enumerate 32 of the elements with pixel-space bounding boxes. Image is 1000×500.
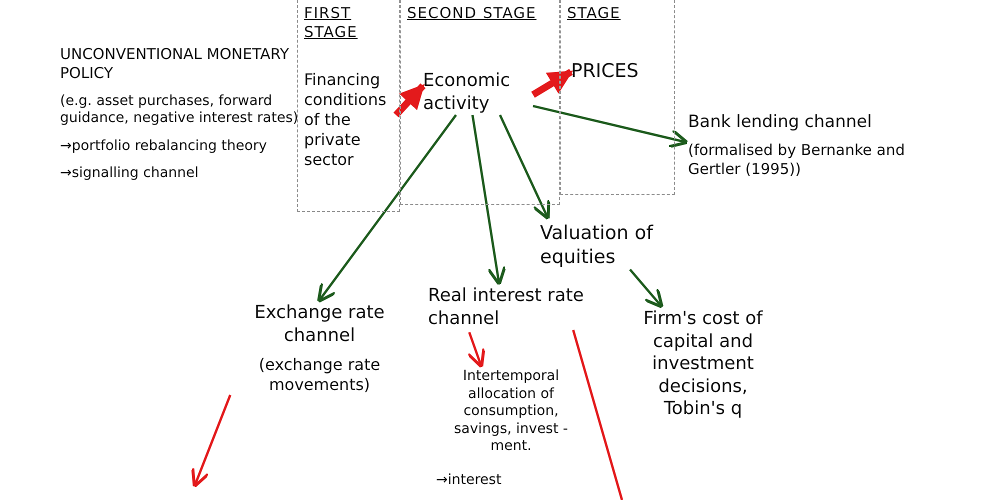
channel-heading: Valuation of equities <box>540 222 654 270</box>
arrow <box>532 104 689 148</box>
channel-heading: Bank lending channel <box>688 112 873 134</box>
channel-note: (exchange rate movements) <box>258 355 382 395</box>
note-text: →interest <box>436 472 502 488</box>
arrow <box>191 394 232 488</box>
stage-column <box>400 0 560 205</box>
policy-examples: (e.g. asset purchases, forward guidance, negative interest rates) <box>60 92 300 128</box>
arrow <box>629 268 664 309</box>
note-text: →portfolio rebalancing theory <box>60 138 268 155</box>
policy-heading: UNCONVENTIONAL MONETARY POLICY <box>60 45 290 82</box>
arrow <box>317 114 457 303</box>
arrow <box>471 114 506 286</box>
stage-column <box>297 0 400 212</box>
stage-heading: SECOND STAGE <box>406 3 538 23</box>
arrow <box>393 83 426 118</box>
arrow <box>466 332 486 368</box>
stage-text: PRICES <box>571 60 640 84</box>
arrow <box>498 114 550 220</box>
arrow <box>531 68 574 98</box>
effect-text: Firm's cost of capital and investment decisions, Tobin's q <box>642 308 764 420</box>
note-text: →signalling channel <box>60 165 200 182</box>
stage-text: Financing conditions of the private sector <box>304 70 388 170</box>
channel-note: (formalised by Bernanke and Gertler (1995)) <box>688 141 906 179</box>
channel-heading: Real interest rate channel <box>428 285 585 330</box>
channel-heading: Exchange rate channel <box>253 302 386 347</box>
stage-heading: STAGE <box>566 3 622 23</box>
stage-heading: FIRST STAGE <box>303 3 359 42</box>
connector-line <box>572 330 624 500</box>
stage-text: Economic activity <box>423 70 512 115</box>
effect-text: Intertemporal allocation of consumption, savings, invest -ment. <box>453 368 569 456</box>
stage-column <box>560 0 675 195</box>
